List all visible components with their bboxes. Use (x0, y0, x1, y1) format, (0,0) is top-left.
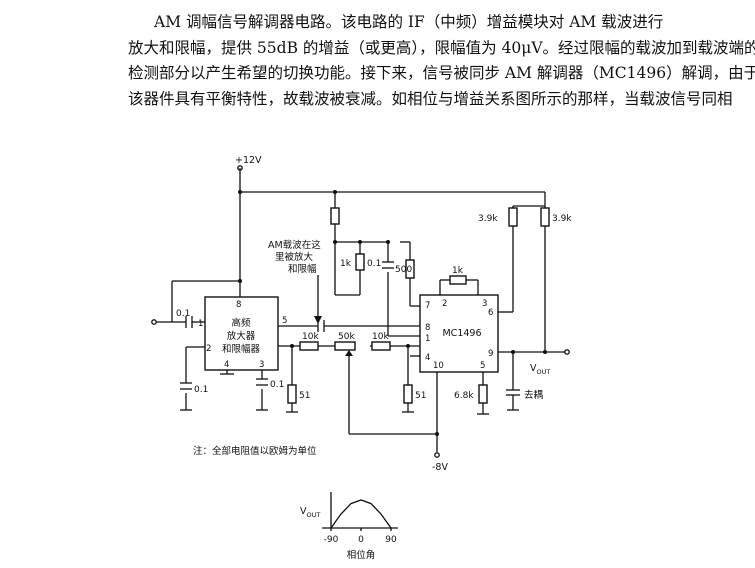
component-labels: +12V -8V 0.1 0.1 0.1 1k 0.1 500 1k 3.9k … (176, 155, 572, 473)
series-line (330, 499, 392, 529)
supply-negative-label: -8V (432, 462, 448, 473)
components (180, 190, 550, 436)
mc1496-ic: MC1496 7 8 1 4 2 3 6 9 10 5 (419, 294, 499, 373)
pin-number: 9 (488, 349, 493, 359)
component-value: 51 (299, 391, 310, 401)
pin-number: 8 (236, 300, 241, 310)
component-value: 1k (340, 259, 352, 269)
component-value: 去耦 (524, 389, 544, 401)
component-value: 3.9k (552, 214, 572, 224)
amp-label: 和限幅器 (222, 343, 261, 355)
pin-number: 10 (433, 361, 444, 371)
component-value: 10k (372, 332, 389, 342)
pin-number: 4 (224, 360, 229, 370)
component-value: 0.1 (367, 259, 381, 269)
component-value: 1k (452, 266, 464, 276)
component-value: 0.1 (270, 380, 284, 390)
component-value: 51 (415, 391, 426, 401)
y-axis-label: VOUT (300, 506, 320, 519)
paragraph-line: AM 调幅信号解调器电路。该电路的 IF（中频）增益模块对 AM 载波进行 (154, 13, 664, 31)
component-value: 500 (395, 265, 412, 275)
footnote: 注：全部电阻值以欧姆为单位 (193, 445, 317, 457)
component-value: 3.9k (478, 214, 498, 224)
pin-number: 2 (206, 344, 211, 354)
annotation: 里被放大 (275, 251, 314, 263)
annotation: AM载波在这 (268, 239, 321, 251)
pin-number: 8 (425, 323, 430, 333)
paragraph-line: 该器件具有平衡特性，故载波被衰减。如相位与增益关系图所示的那样，当载波信号同相 (128, 89, 733, 108)
pin-number: 5 (282, 316, 287, 326)
component-value: 0.1 (194, 385, 208, 395)
supply-positive-label: +12V (235, 155, 262, 166)
x-tick-label: 0 (358, 535, 364, 545)
phase-chart: VOUT -90 0 90 相位角 (300, 492, 398, 561)
description-paragraph: AM 调幅信号解调器电路。该电路的 IF（中频）增益模块对 AM 载波进行 放大… (128, 10, 755, 112)
vout-label: VOUT (530, 363, 550, 376)
pin-number: 4 (425, 353, 430, 363)
pin-number: 1 (425, 334, 430, 344)
annotation: 和限幅 (288, 263, 317, 275)
pin-number: 7 (425, 301, 430, 311)
pin-number: 3 (259, 360, 264, 370)
pin-number: 3 (482, 299, 487, 309)
component-value: 6.8k (454, 391, 474, 401)
amp-label: 高频 (231, 317, 251, 329)
ic-name: MC1496 (442, 328, 481, 339)
component-value: 10k (302, 332, 319, 342)
pin-number: 2 (442, 299, 447, 309)
x-axis-label: 相位角 (347, 549, 376, 561)
x-tick-label: 90 (385, 535, 397, 545)
amp-label: 放大器 (227, 330, 256, 342)
pin-number: 6 (488, 308, 493, 318)
pin-number: 1 (198, 319, 203, 329)
paragraph-line: 放大和限幅，提供 55dB 的增益（或更高），限幅值为 40μV。经过限幅的载波… (128, 38, 755, 57)
component-value: 0.1 (176, 309, 190, 319)
component-value: 50k (338, 332, 355, 342)
pin-number: 5 (480, 361, 485, 371)
x-tick-label: -90 (324, 535, 339, 545)
amp-block: 高频 放大器 和限幅器 8 1 2 4 3 5 (198, 296, 287, 371)
paragraph-line: 检测部分以产生希望的切换功能。接下来，信号被同步 AM 解调器（MC1496）解… (128, 64, 755, 82)
